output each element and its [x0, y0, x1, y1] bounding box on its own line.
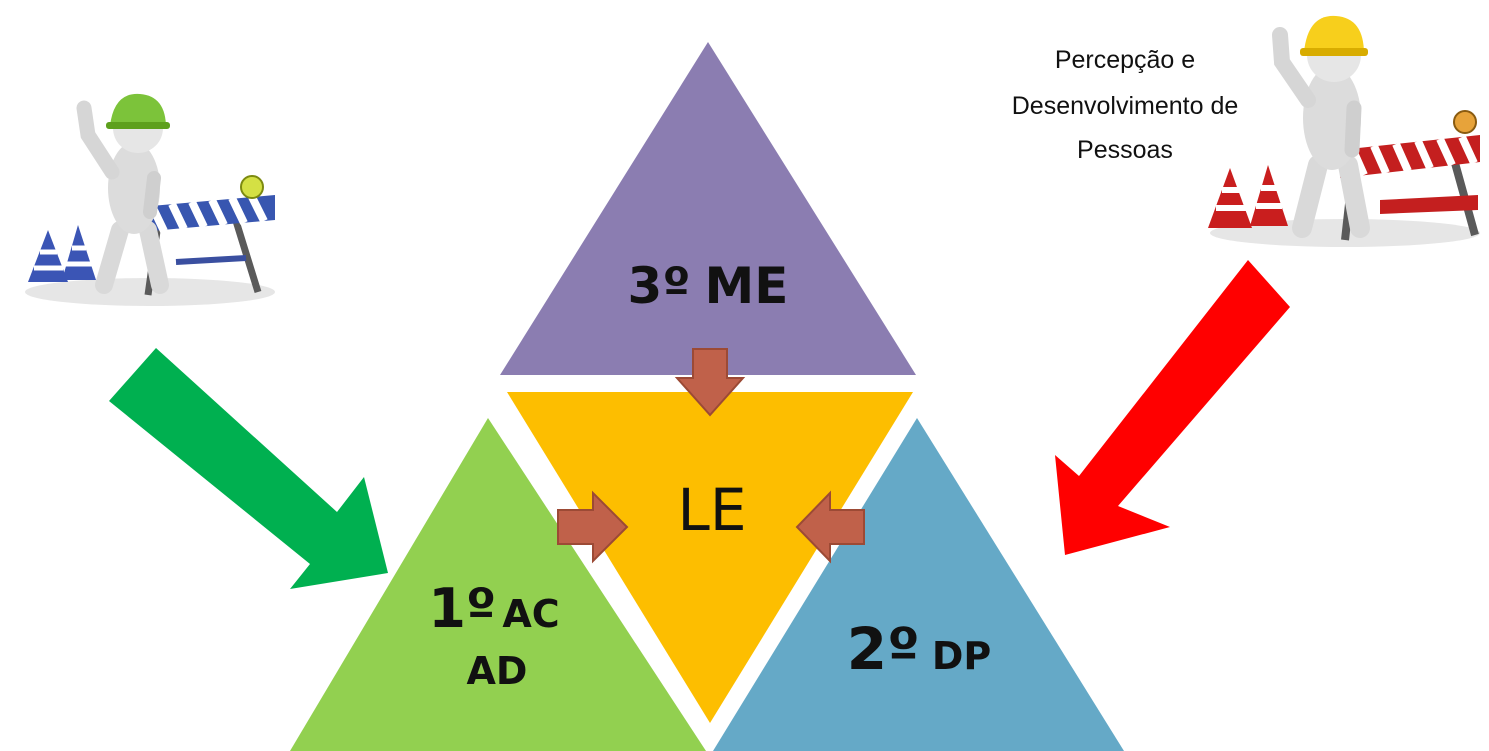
center-triangle-label: LE [678, 476, 747, 544]
arrow-right-to-center [557, 490, 629, 564]
left-triangle-abbr-2: AD [467, 649, 528, 693]
top-triangle [500, 42, 916, 375]
right-triangle-number: 2º [847, 615, 920, 683]
left-big-arrow [109, 348, 388, 589]
right-caption: Percepção e Desenvolvimento de Pessoas [1012, 46, 1239, 164]
top-triangle-number: 3º [628, 257, 691, 315]
arrow-left-to-center [795, 490, 865, 564]
top-triangle-abbr: ME [705, 257, 789, 315]
construction-worker-green-helmet-icon [5, 85, 285, 330]
right-triangle-label: 2º DP [847, 615, 991, 683]
left-triangle [290, 418, 706, 751]
center-triangle [507, 392, 913, 723]
right-big-arrow [1055, 260, 1290, 555]
left-triangle-abbr-1: AC [502, 592, 559, 636]
right-triangle-abbr: DP [932, 634, 991, 678]
construction-worker-yellow-helmet-icon [1195, 5, 1485, 270]
caption-line-3: Pessoas [1077, 136, 1173, 164]
caption-line-1: Percepção e [1055, 46, 1195, 74]
arrow-down-to-center [674, 348, 746, 417]
caption-line-2: Desenvolvimento de [1012, 92, 1239, 120]
right-triangle [713, 418, 1124, 751]
left-triangle-number: 1º [428, 577, 496, 640]
